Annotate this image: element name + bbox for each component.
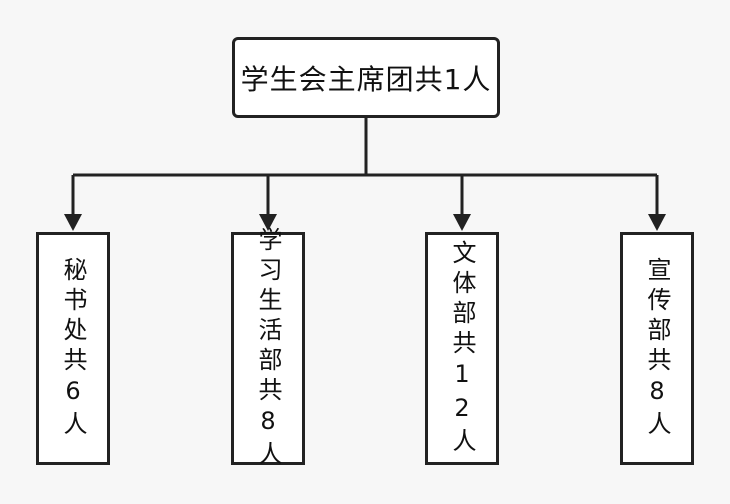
root-node: 学生会主席团共1人: [232, 37, 500, 118]
arrowhead-icon-2: [259, 214, 277, 231]
root-node-label: 学生会主席团共1人: [240, 62, 492, 96]
department-node-label: 学习生活部共8人: [254, 226, 282, 471]
department-node-label: 文体部共12人: [448, 239, 476, 458]
department-node-1: 秘书处共6人: [36, 232, 110, 465]
arrowhead-icon-1: [64, 214, 82, 231]
department-node-3: 文体部共12人: [425, 232, 499, 465]
department-node-4: 宣传部共8人: [620, 232, 694, 465]
department-node-label: 宣传部共8人: [643, 256, 671, 441]
department-node-label: 秘书处共6人: [59, 256, 87, 441]
arrowhead-icon-3: [453, 214, 471, 231]
department-node-2: 学习生活部共8人: [231, 227, 305, 471]
arrowhead-icon-4: [648, 214, 666, 231]
